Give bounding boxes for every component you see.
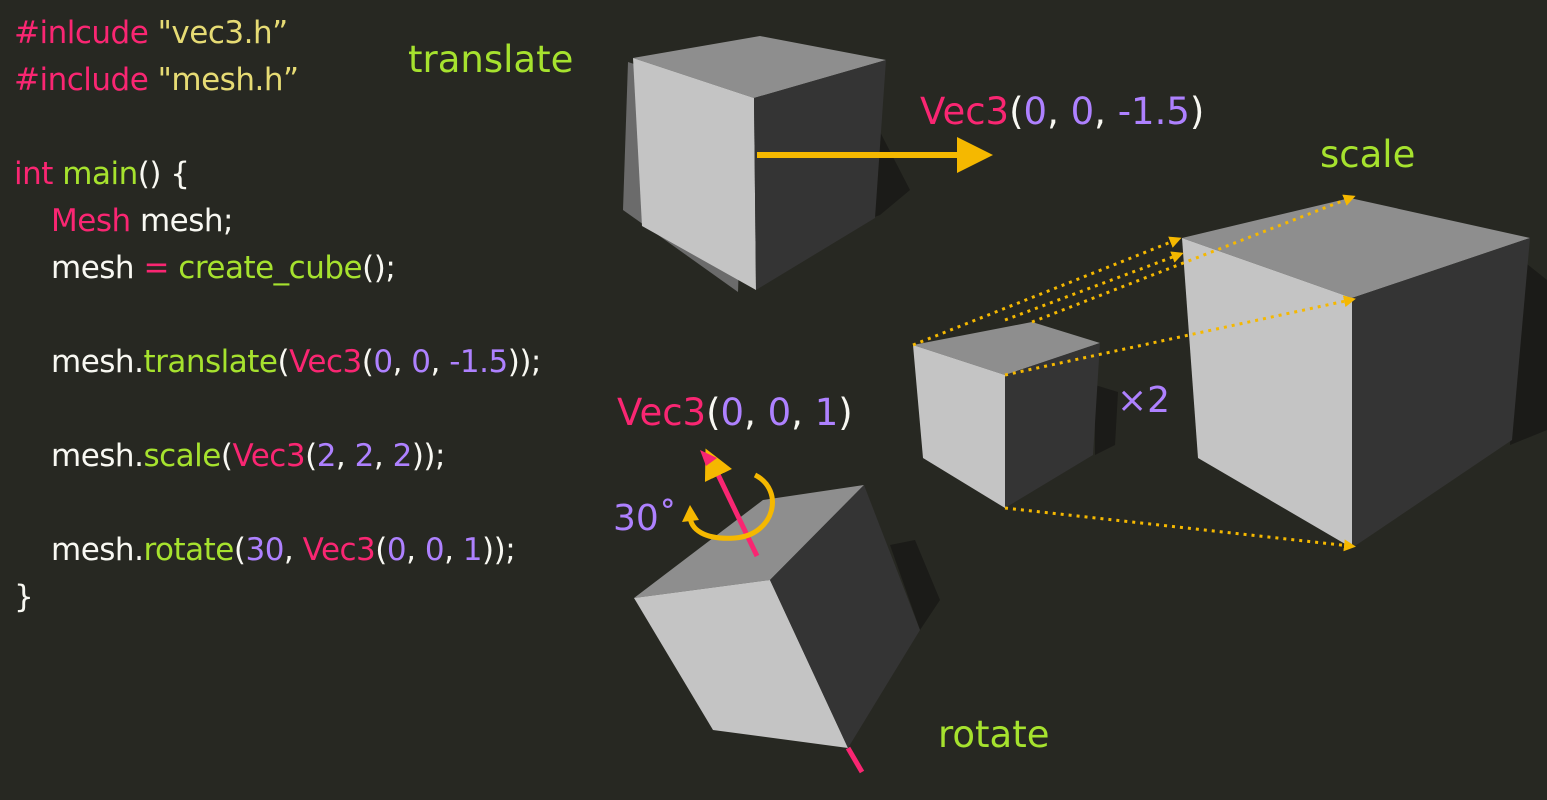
cube-front-face bbox=[913, 345, 1005, 508]
code-token: 0 bbox=[424, 532, 445, 568]
cube-side-face bbox=[754, 60, 886, 290]
code-listing: #inlcude "vec3.h”#include "mesh.h”int ma… bbox=[14, 10, 541, 621]
code-line: #inlcude "vec3.h” bbox=[14, 10, 541, 57]
curl-arrowhead bbox=[682, 505, 699, 522]
code-token: , bbox=[430, 344, 450, 380]
code-token: main bbox=[62, 156, 138, 192]
code-token: 2 bbox=[354, 438, 375, 474]
cube-top-face bbox=[1182, 198, 1530, 298]
code-line: int main() { bbox=[14, 151, 541, 198]
translate-vector-label: Vec3(0, 0, -1.5) bbox=[920, 90, 1204, 133]
code-token: translate bbox=[143, 344, 278, 380]
code-token: ( bbox=[305, 438, 317, 474]
cube-shadow bbox=[890, 540, 940, 630]
cube-front-face bbox=[633, 58, 756, 290]
code-token: 0 bbox=[386, 532, 407, 568]
translate-cube bbox=[623, 36, 910, 292]
code-token: )); bbox=[507, 344, 542, 380]
cube-side-face bbox=[1005, 343, 1100, 508]
code-token: 2 bbox=[392, 438, 413, 474]
rotation-axis bbox=[704, 448, 760, 558]
code-token: , bbox=[335, 438, 355, 474]
code-token: mesh. bbox=[51, 532, 144, 568]
code-token: mesh; bbox=[139, 203, 234, 239]
code-token: , bbox=[406, 532, 425, 568]
code-line: mesh.scale(Vec3(2, 2, 2)); bbox=[14, 433, 541, 480]
code-token: mesh. bbox=[51, 344, 144, 380]
cube-side-face bbox=[1352, 238, 1530, 548]
code-token: "mesh.h” bbox=[157, 62, 299, 98]
translate-label: translate bbox=[408, 38, 573, 81]
cube-top-face bbox=[633, 36, 886, 98]
code-token: ( bbox=[375, 532, 387, 568]
code-token: rotate bbox=[143, 532, 234, 568]
code-token: )); bbox=[482, 532, 516, 568]
code-token: int bbox=[14, 156, 63, 192]
rotation-curl-arrow bbox=[687, 472, 775, 541]
code-token: #inlcude bbox=[14, 15, 158, 51]
code-line: mesh.rotate(30, Vec3(0, 0, 1)); bbox=[14, 527, 541, 574]
guide-line bbox=[1004, 295, 1356, 377]
cube-shadow bbox=[1095, 385, 1118, 455]
code-token: 30 bbox=[245, 532, 284, 568]
scale-label: scale bbox=[1320, 133, 1415, 176]
code-token: 0 bbox=[373, 344, 393, 380]
code-token: Vec3 bbox=[232, 438, 306, 474]
rotate-cube bbox=[634, 485, 940, 748]
code-token: = bbox=[143, 250, 179, 286]
code-token: ( bbox=[233, 532, 246, 568]
rotate-vector-label: Vec3(0, 0, 1) bbox=[617, 391, 853, 434]
code-token: Vec3 bbox=[302, 532, 376, 568]
scale-guide-lines bbox=[912, 194, 1356, 552]
rotation-angle-label: 30˚ bbox=[613, 498, 677, 539]
code-token: mesh. bbox=[51, 438, 144, 474]
code-token: 2 bbox=[316, 438, 337, 474]
code-token: 0 bbox=[411, 344, 431, 380]
code-line: #include "mesh.h” bbox=[14, 57, 541, 104]
code-token: (); bbox=[362, 250, 396, 286]
large-cube bbox=[1182, 198, 1547, 548]
code-token: scale bbox=[143, 438, 221, 474]
small-cube bbox=[913, 322, 1118, 508]
code-token: create_cube bbox=[178, 250, 363, 286]
code-token: ( bbox=[361, 344, 374, 380]
code-token: ( bbox=[277, 344, 290, 380]
code-token: -1.5 bbox=[449, 344, 508, 380]
guide-line bbox=[1031, 194, 1356, 324]
guide-line bbox=[1004, 251, 1184, 322]
cube-side-face bbox=[770, 485, 920, 748]
cube-front-face bbox=[1182, 238, 1352, 548]
code-token: "vec3.h” bbox=[157, 15, 289, 51]
code-line: } bbox=[14, 574, 541, 621]
cube-front-face bbox=[634, 580, 848, 748]
code-token: )); bbox=[411, 438, 446, 474]
rotation-axis-lower bbox=[845, 746, 865, 774]
code-token: } bbox=[14, 579, 34, 615]
code-token: Vec3 bbox=[289, 344, 362, 380]
guide-line bbox=[1004, 506, 1356, 552]
code-token: Mesh bbox=[51, 203, 140, 239]
code-token: , bbox=[392, 344, 412, 380]
code-line: mesh = create_cube(); bbox=[14, 245, 541, 292]
code-line: Mesh mesh; bbox=[14, 198, 541, 245]
scale-factor-label: ×2 bbox=[1117, 380, 1170, 421]
code-token: () { bbox=[137, 156, 190, 192]
code-token: , bbox=[283, 532, 303, 568]
rotate-label: rotate bbox=[938, 713, 1050, 756]
cube-top-face bbox=[913, 322, 1100, 375]
code-token: ( bbox=[220, 438, 233, 474]
code-token: #include bbox=[14, 62, 158, 98]
code-token: , bbox=[444, 532, 463, 568]
code-token: mesh bbox=[51, 250, 144, 286]
rotation-axis-arrowhead bbox=[700, 450, 717, 466]
code-line: mesh.translate(Vec3(0, 0, -1.5)); bbox=[14, 339, 541, 386]
code-token: , bbox=[373, 438, 393, 474]
code-token: 1 bbox=[462, 532, 483, 568]
